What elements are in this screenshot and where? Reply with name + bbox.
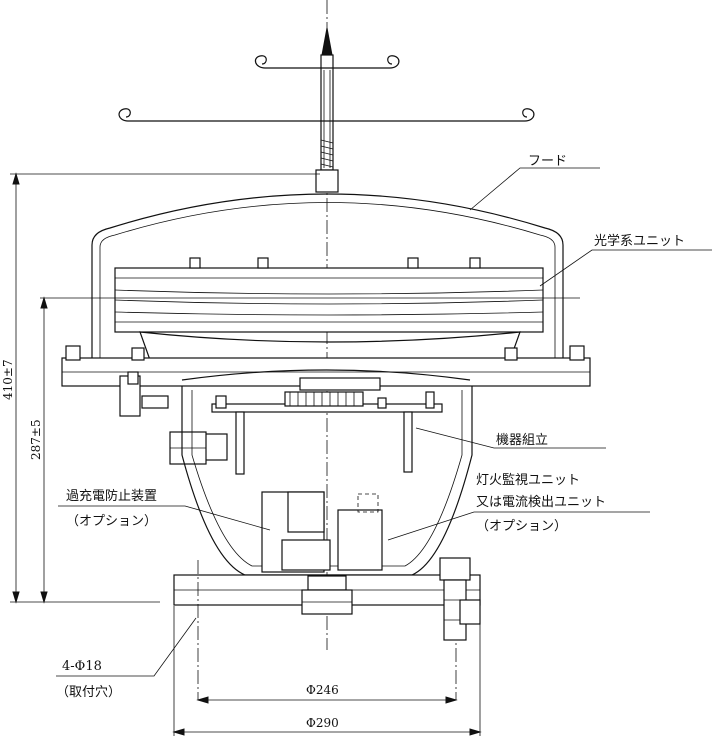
label-overcharge-1: 過充電防止装置 xyxy=(66,488,157,504)
dim-outer-diameter: Φ290 xyxy=(306,716,339,730)
label-overcharge-2: （オプション） xyxy=(66,514,157,529)
label-optical-unit: 光学系ユニット xyxy=(594,233,685,249)
label-equipment-assembly: 機器組立 xyxy=(496,433,548,448)
base xyxy=(173,557,481,700)
dim-pitch-diameter: Φ246 xyxy=(306,683,339,697)
label-monitor-3: （オプション） xyxy=(476,519,567,534)
dimension-lines xyxy=(10,172,580,736)
equipment-plate xyxy=(169,369,471,475)
label-holes-1: 4-Φ18 xyxy=(62,659,102,674)
label-monitor-2: 又は電流検出ユニット xyxy=(476,495,606,510)
label-monitor-1: 灯火監視ユニット xyxy=(476,472,580,488)
hood xyxy=(91,193,564,366)
bird-spike xyxy=(118,27,535,193)
leader-lines xyxy=(56,167,712,677)
housing xyxy=(181,386,473,576)
dim-mid-height: 287±5 xyxy=(29,419,43,460)
label-holes-2: （取付穴） xyxy=(56,685,121,700)
label-hood: フード xyxy=(528,154,567,169)
dim-total-height: 410±7 xyxy=(1,359,15,400)
optical-unit xyxy=(114,257,544,361)
